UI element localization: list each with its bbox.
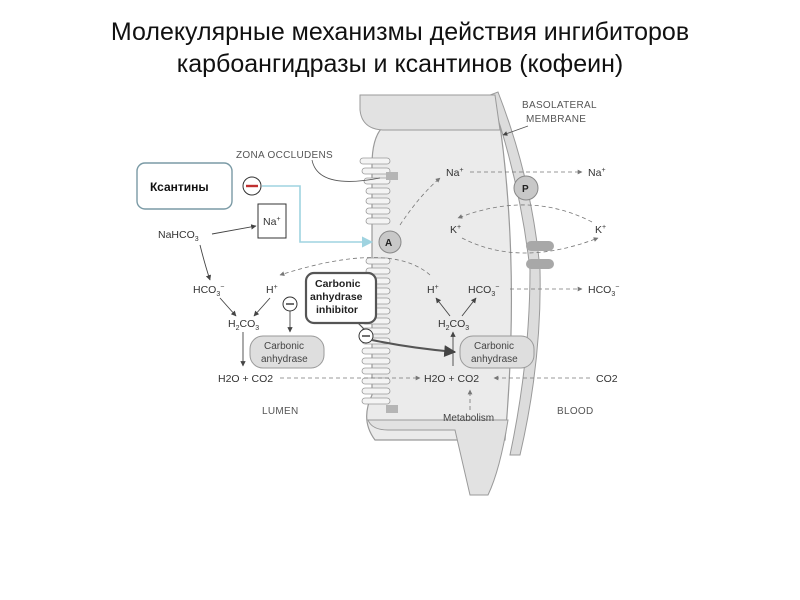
nahco3-to-hco3-arrow (199, 244, 212, 281)
slide-title: Молекулярные механизмы действия ингибито… (0, 16, 800, 80)
cell-to-hco3-arrow (461, 297, 477, 317)
cell-k: K+ (450, 224, 461, 236)
blood-label: BLOOD (557, 406, 594, 417)
zona-occludens-label: ZONA OCCLUDENS (236, 150, 333, 161)
cell-h2co3: H2CO3 (438, 318, 469, 332)
inhibitor-box[interactable] (304, 271, 378, 325)
lumen-h: H+ (266, 284, 278, 296)
lumen-carbonic-anhydrase (249, 335, 325, 369)
slide-title-line-2: карбоангидразы и ксантинов (кофеин) (176, 50, 624, 78)
nahco3-label: NaHCO3 (158, 229, 199, 243)
na-box (257, 203, 287, 239)
cell-h: H+ (427, 284, 439, 296)
h-down-arrow (253, 297, 271, 317)
lumen-hco3: HCO3− (193, 284, 224, 298)
lumen-h2o-co2: H2O + CO2 (218, 373, 273, 385)
transporter-a-label: A (385, 238, 392, 249)
blood-k: K+ (595, 224, 606, 236)
na-into-cell (399, 177, 441, 226)
nahco3-to-na-arrow (211, 224, 257, 235)
transporter-a (378, 230, 402, 254)
pump-p (513, 175, 539, 201)
lumen-label: LUMEN (262, 406, 299, 417)
lumen-ca-line1: Carbonic (264, 341, 304, 352)
blood-co2: CO2 (596, 373, 618, 385)
k-channel-1 (526, 241, 554, 251)
lumen-h2co3: H2CO3 (228, 318, 259, 332)
basolateral-label-1: BASOLATERAL (522, 100, 597, 111)
cell-carbonic-anhydrase (459, 335, 535, 369)
pump-p-label: P (522, 184, 529, 195)
cell-ca-line2: anhydrase (471, 354, 518, 365)
metabolism-label: Metabolism (443, 413, 494, 424)
k-channel-2 (526, 259, 554, 269)
inhibitor-line-1: Carbonic (315, 278, 361, 290)
xanthines-box[interactable] (136, 162, 233, 210)
xanthine-arrow (262, 185, 374, 248)
cell-h2o-co2: H2O + CO2 (424, 373, 479, 385)
slide-title-line-1: Молекулярные механизмы действия ингибито… (110, 18, 690, 46)
cell-na: Na+ (446, 167, 464, 179)
cell-ca-line1: Carbonic (474, 341, 514, 352)
inhibitor-line-3: inhibitor (316, 304, 358, 316)
k-out-cell (461, 237, 599, 254)
basolateral-pointer (502, 125, 529, 136)
basolateral-label-2: MEMBRANE (526, 114, 586, 125)
lower-cell (367, 419, 509, 496)
na-box-label: Na+ (263, 216, 281, 228)
blood-na: Na+ (588, 167, 606, 179)
tight-junction-top (386, 172, 398, 180)
lumen-ca-line2: anhydrase (261, 354, 308, 365)
tight-junction-bottom (386, 405, 398, 413)
hco3-down-arrow (219, 297, 237, 317)
upper-cell (359, 94, 501, 131)
k-into-cell (457, 204, 593, 223)
inhibitor-line-2: anhydrase (310, 291, 363, 303)
inhibitor-to-cell-ca (371, 339, 457, 358)
cell-hco3: HCO3− (468, 284, 499, 298)
blood-hco3: HCO3− (588, 284, 619, 298)
zona-pointer (311, 159, 381, 182)
xanthines-label: Ксантины (150, 180, 209, 194)
inhibitor-stem (357, 322, 365, 330)
cell-to-h-arrow (435, 297, 451, 317)
